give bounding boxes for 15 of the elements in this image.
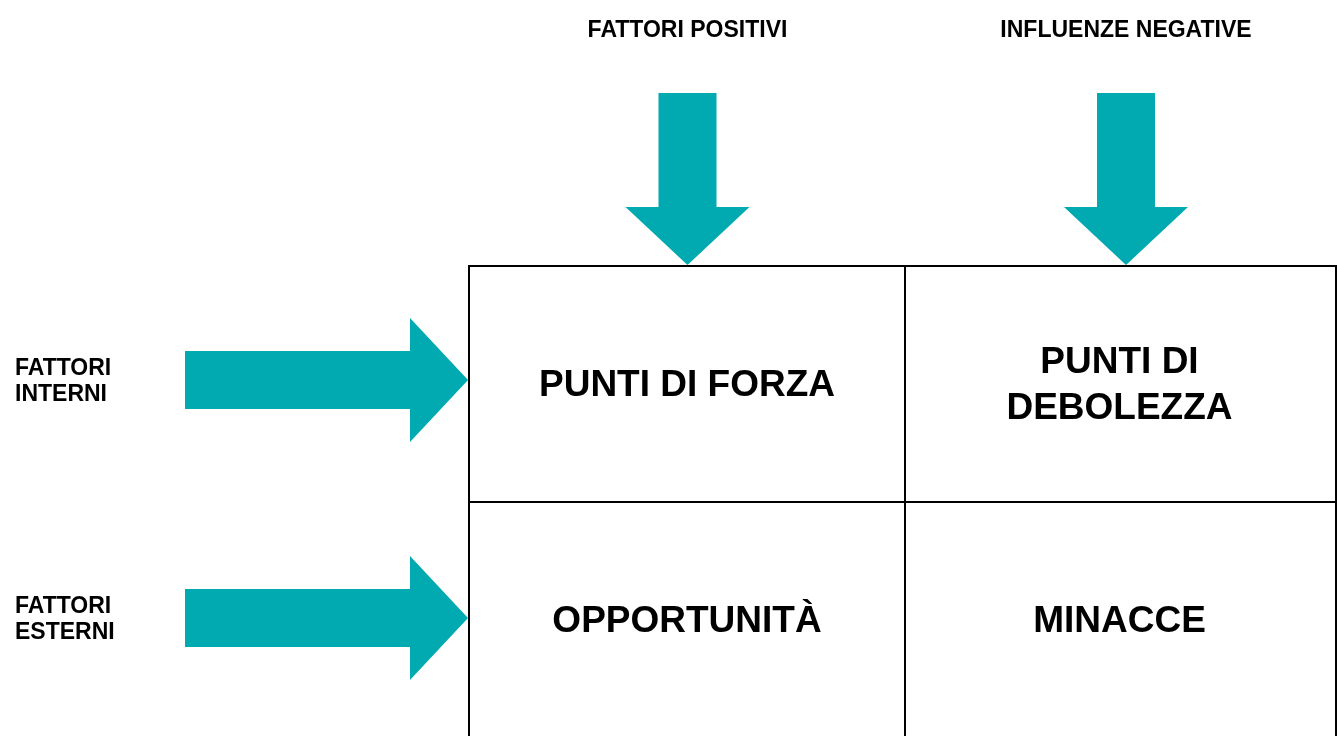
grid-cell <box>904 265 1337 503</box>
cell-label: PUNTI DI FORZA <box>539 362 835 406</box>
block-arrow <box>1064 93 1188 265</box>
heading-text: FATTORI INTERNI <box>15 354 113 406</box>
block-arrow <box>185 556 468 680</box>
heading-text: INFLUENZE NEGATIVE <box>1000 16 1252 43</box>
block-arrow <box>625 93 750 265</box>
cell-label: OPPORTUNITÀ <box>552 598 822 642</box>
cell-label: MINACCE <box>1033 598 1206 642</box>
heading-text: FATTORI POSITIVI <box>587 16 788 43</box>
grid-cell <box>468 501 906 736</box>
cell-label: PUNTI DI DEBOLEZZA <box>1005 339 1234 429</box>
grid-cell <box>468 265 906 503</box>
heading-text: FATTORI ESTERNI <box>15 592 116 644</box>
block-arrow <box>185 318 468 442</box>
